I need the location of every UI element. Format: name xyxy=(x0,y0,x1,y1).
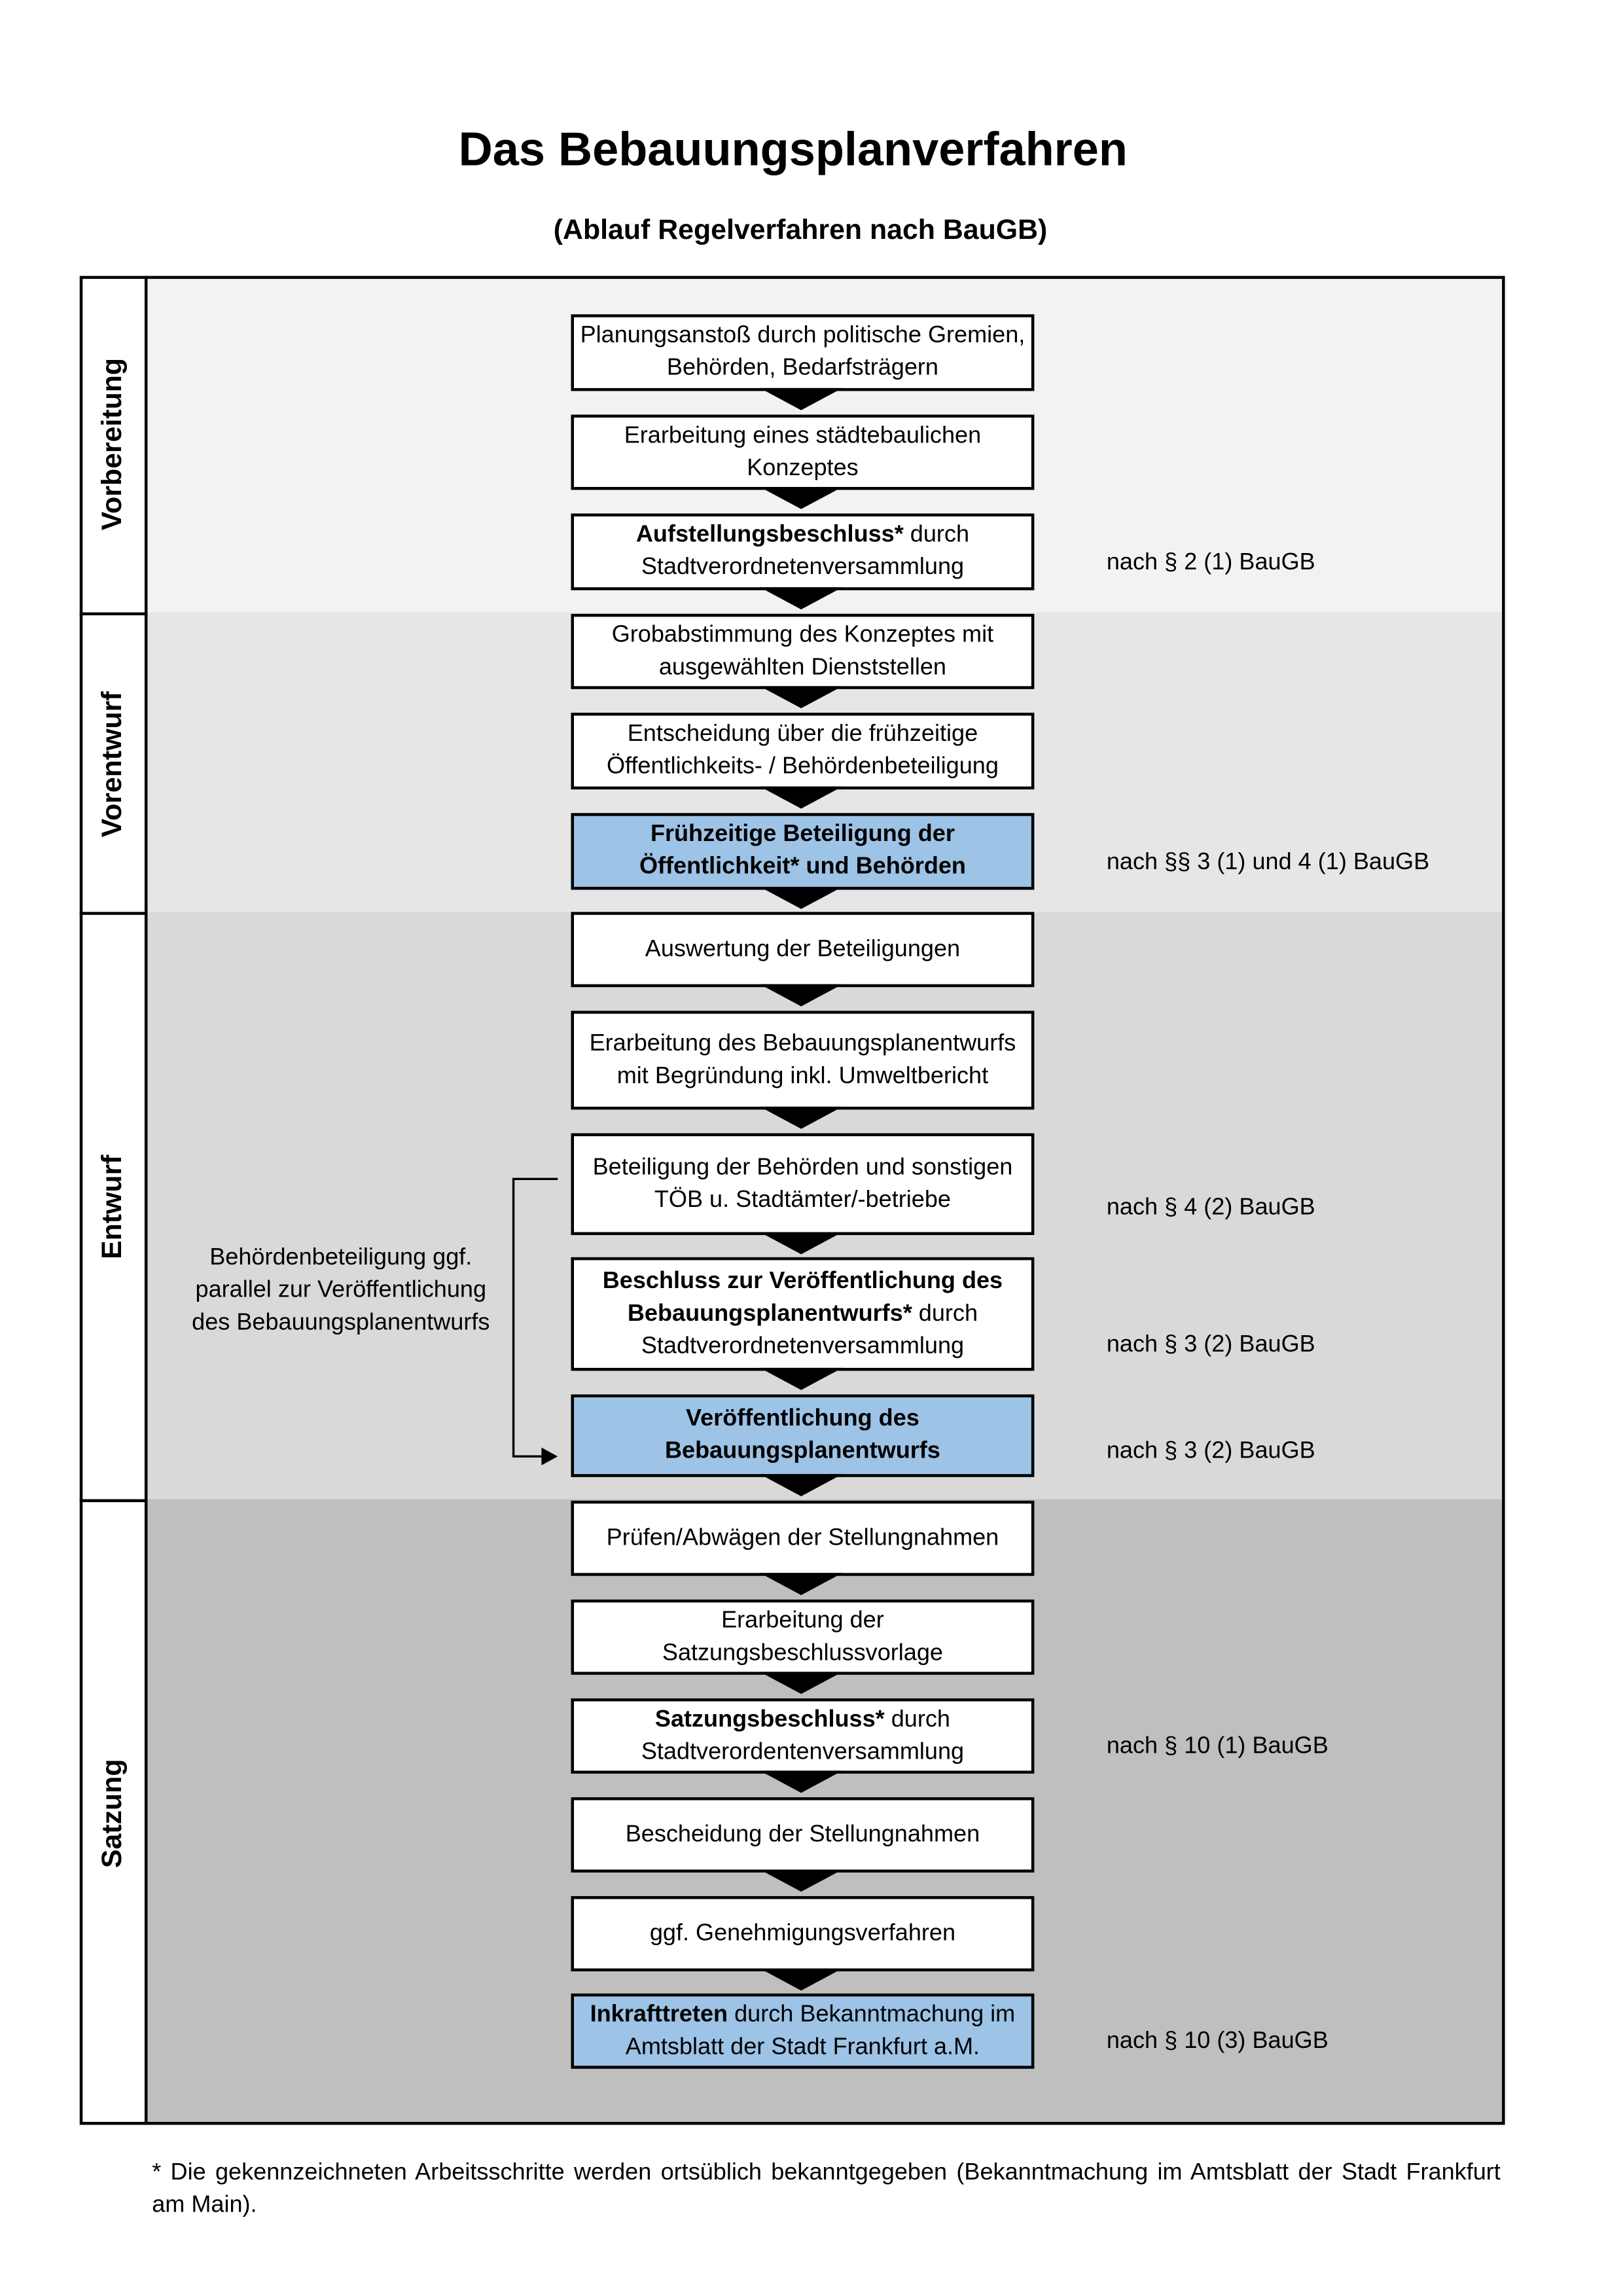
step-bold-text: Satzungsbeschluss* xyxy=(654,1706,885,1732)
step-bold-text: Veröffentlichung des Bebauungsplanentwur… xyxy=(665,1406,940,1464)
process-step-text: Entscheidung über die frühzeitige Öffent… xyxy=(580,719,1026,783)
process-step: Erarbeitung des Bebauungsplanentwurfs mi… xyxy=(571,1011,1035,1110)
flow-arrow-down-icon xyxy=(760,1770,843,1793)
process-step-text: Beschluss zur Veröffentlichung des Bebau… xyxy=(580,1265,1026,1363)
flow-arrow-down-icon xyxy=(760,1232,843,1255)
process-step-text: Beteiligung der Behörden und sonstigen T… xyxy=(580,1152,1026,1217)
page-title: Das Bebauungsplanverfahren xyxy=(458,122,1128,176)
step-text: durch Stadtverordnetenversammlung xyxy=(641,1300,978,1359)
step-text: Grobabstimmung des Konzeptes mit ausgewä… xyxy=(611,622,994,680)
process-step-text: Satzungsbeschluss* durch Stadtverordente… xyxy=(580,1704,1026,1768)
step-bold-text: Frühzeitige Beteiligung der Öffentlichke… xyxy=(639,821,966,880)
step-text: Prüfen/Abwägen der Stellungnahmen xyxy=(606,1525,999,1551)
process-step-text: Erarbeitung eines städtebaulichen Konzep… xyxy=(580,420,1026,484)
step-text: Erarbeitung eines städtebaulichen Konzep… xyxy=(624,422,982,480)
flow-arrow-down-icon xyxy=(760,1106,843,1129)
flow-arrow-down-icon xyxy=(760,1573,843,1596)
column-divider xyxy=(144,276,148,2125)
process-step: Beteiligung der Behörden und sonstigen T… xyxy=(571,1133,1035,1236)
step-text: Erarbeitung der Satzungsbeschlussvorlage xyxy=(662,1607,944,1666)
flow-arrow-down-icon xyxy=(760,1968,843,1991)
process-step: ggf. Genehmigungsverfahren xyxy=(571,1896,1035,1972)
step-text: Auswertung der Beteiligungen xyxy=(645,936,961,961)
flow-arrow-down-icon xyxy=(760,587,843,610)
page-subtitle: (Ablauf Regelverfahren nach BauGB) xyxy=(553,215,1048,247)
flow-arrow-down-icon xyxy=(760,1367,843,1390)
process-step: Prüfen/Abwägen der Stellungnahmen xyxy=(571,1500,1035,1576)
process-step-text: Frühzeitige Beteiligung der Öffentlichke… xyxy=(580,819,1026,884)
step-bold-text: Beschluss zur Veröffentlichung des Bebau… xyxy=(602,1268,1003,1326)
step-bold-text: Aufstellungsbeschluss* xyxy=(635,522,904,548)
legal-reference: nach §§ 3 (1) und 4 (1) BauGB xyxy=(1106,850,1430,875)
step-text: durch Stadtverordnetenversammlung xyxy=(641,522,970,581)
process-step: Veröffentlichung des Bebauungsplanentwur… xyxy=(571,1394,1035,1477)
flow-arrow-down-icon xyxy=(760,984,843,1007)
process-step-text: Aufstellungsbeschluss* durch Stadtverord… xyxy=(580,520,1026,584)
footnote: * Die gekennzeichneten Arbeitsschritte w… xyxy=(152,2160,1501,2218)
step-text: Beteiligung der Behörden und sonstigen T… xyxy=(592,1155,1013,1213)
process-step-text: Prüfen/Abwägen der Stellungnahmen xyxy=(607,1522,999,1555)
phase-label-satzung: Satzung xyxy=(79,1499,147,2125)
process-step-text: Bescheidung der Stellungnahmen xyxy=(626,1819,980,1852)
process-step-text: Erarbeitung des Bebauungsplanentwurfs mi… xyxy=(580,1028,1026,1092)
process-step: Inkrafttreten durch Bekanntmachung im Am… xyxy=(571,1993,1035,2069)
step-text: Planungsanstoß durch politische Gremien,… xyxy=(580,323,1026,381)
phase-label-entwurf: Entwurf xyxy=(79,912,147,1499)
process-step: Auswertung der Beteiligungen xyxy=(571,912,1035,988)
side-note: Behördenbeteiligung ggf. parallel zur Ve… xyxy=(192,1245,490,1336)
process-step-text: Veröffentlichung des Bebauungsplanentwur… xyxy=(580,1403,1026,1468)
process-step: Erarbeitung der Satzungsbeschlussvorlage xyxy=(571,1599,1035,1675)
step-bold-text: Inkrafttreten xyxy=(590,2001,728,2027)
flow-arrow-down-icon xyxy=(760,1869,843,1892)
step-text: durch Bekanntmachung im Amtsblatt der St… xyxy=(625,2001,1016,2060)
process-step-text: Grobabstimmung des Konzeptes mit ausgewä… xyxy=(580,619,1026,684)
diagram-frame xyxy=(79,276,1505,2125)
flow-arrow-down-icon xyxy=(760,786,843,809)
process-step: Aufstellungsbeschluss* durch Stadtverord… xyxy=(571,513,1035,590)
process-step: Satzungsbeschluss* durch Stadtverordente… xyxy=(571,1698,1035,1774)
process-step: Frühzeitige Beteiligung der Öffentlichke… xyxy=(571,813,1035,890)
step-text: Bescheidung der Stellungnahmen xyxy=(625,1821,980,1847)
legal-reference: nach § 2 (1) BauGB xyxy=(1106,550,1315,576)
step-text: Erarbeitung des Bebauungsplanentwurfs mi… xyxy=(589,1030,1016,1088)
legal-reference: nach § 10 (1) BauGB xyxy=(1106,1734,1329,1759)
step-text: durch Stadtverordentenversammlung xyxy=(641,1706,965,1765)
legal-reference: nach § 10 (3) BauGB xyxy=(1106,2028,1329,2054)
flow-arrow-down-icon xyxy=(760,486,843,509)
phase-label-vorbereitung: Vorbereitung xyxy=(79,276,147,613)
process-step: Grobabstimmung des Konzeptes mit ausgewä… xyxy=(571,613,1035,689)
step-text: ggf. Genehmigungsverfahren xyxy=(649,1920,956,1946)
phase-label-vorentwurf: Vorentwurf xyxy=(79,612,147,912)
process-step: Erarbeitung eines städtebaulichen Konzep… xyxy=(571,414,1035,490)
process-step: Bescheidung der Stellungnahmen xyxy=(571,1797,1035,1873)
process-step: Entscheidung über die frühzeitige Öffent… xyxy=(571,712,1035,790)
process-step-text: Planungsanstoß durch politische Gremien,… xyxy=(580,320,1026,385)
flow-arrow-down-icon xyxy=(760,387,843,410)
process-step: Beschluss zur Veröffentlichung des Bebau… xyxy=(571,1257,1035,1371)
flow-arrow-down-icon xyxy=(760,1672,843,1695)
process-step-text: Inkrafttreten durch Bekanntmachung im Am… xyxy=(580,1999,1026,2064)
process-step-text: ggf. Genehmigungsverfahren xyxy=(650,1918,955,1950)
flow-arrow-down-icon xyxy=(760,1474,843,1497)
step-text: Entscheidung über die frühzeitige Öffent… xyxy=(606,721,999,780)
process-step-text: Auswertung der Beteiligungen xyxy=(645,933,960,966)
process-step: Planungsanstoß durch politische Gremien,… xyxy=(571,314,1035,391)
flow-arrow-down-icon xyxy=(760,886,843,909)
legal-reference: nach § 3 (2) BauGB xyxy=(1106,1439,1315,1464)
flow-arrow-down-icon xyxy=(760,686,843,709)
legal-reference: nach § 4 (2) BauGB xyxy=(1106,1195,1315,1221)
process-step-text: Erarbeitung der Satzungsbeschlussvorlage xyxy=(580,1605,1026,1670)
legal-reference: nach § 3 (2) BauGB xyxy=(1106,1332,1315,1358)
